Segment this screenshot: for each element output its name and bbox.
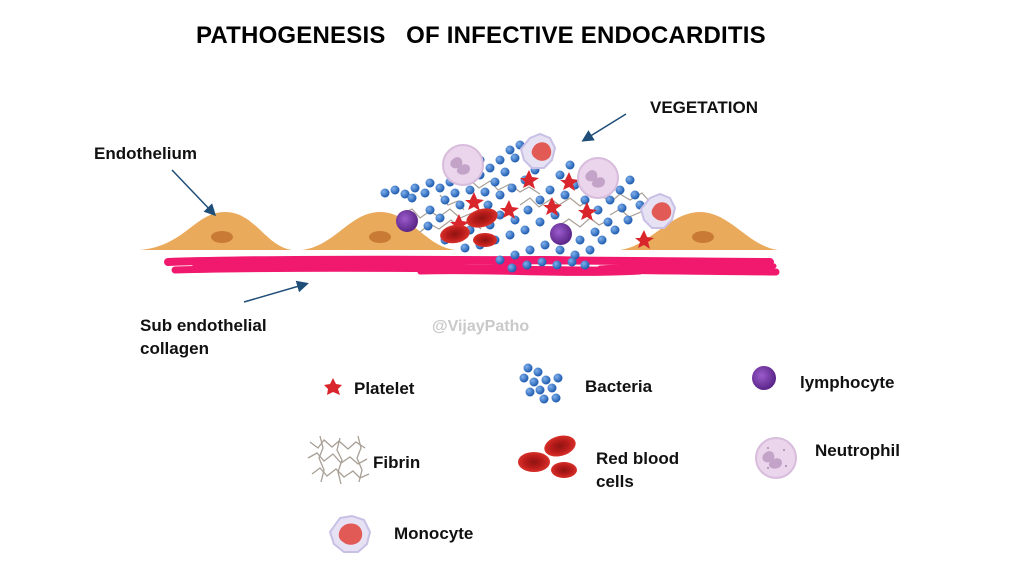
legend-rbc-label-line2: cells [596, 472, 634, 491]
legend-neutrophil-label: Neutrophil [815, 441, 900, 460]
collagen-label-line1: Sub endothelial [140, 316, 267, 335]
red-blood-cell-icon [518, 435, 577, 478]
legend-platelet-label: Platelet [354, 379, 415, 398]
legend-fibrin-label: Fibrin [373, 453, 421, 472]
legend-lymphocyte-label: lymphocyte [800, 373, 895, 392]
legend-rbc-label-line1: Red blood [596, 449, 680, 468]
legend-bacteria-label: Bacteria [585, 377, 653, 396]
endothelial-cell [140, 212, 292, 250]
endothelium-arrow [171, 169, 217, 217]
monocytes [519, 132, 677, 229]
lymphocyte-icon [752, 366, 776, 390]
neutrophil-icon [755, 437, 797, 479]
monocyte-icon [328, 514, 372, 553]
vegetation-label: VEGETATION [650, 98, 758, 117]
legend-monocyte-label: Monocyte [394, 524, 474, 543]
collagen-layer [164, 255, 780, 276]
endothelium-layer [140, 212, 778, 250]
collagen-label-line2: collagen [140, 339, 209, 358]
fibrin-icon [307, 435, 370, 485]
lymphocytes [396, 210, 572, 245]
diagram-title: PATHOGENESIS OF INFECTIVE ENDOCARDITIS [196, 22, 766, 49]
endothelium-label: Endothelium [94, 144, 197, 163]
vegetation-arrow [581, 113, 627, 142]
platelet-icon [324, 378, 342, 395]
watermark: @VijayPatho [432, 318, 530, 335]
collagen-arrow [243, 280, 309, 303]
red-blood-cells [440, 208, 498, 247]
endothelial-cell [620, 212, 778, 250]
endothelial-cell [302, 212, 455, 250]
neutrophils [442, 144, 619, 199]
bacteria-icon [519, 363, 563, 404]
